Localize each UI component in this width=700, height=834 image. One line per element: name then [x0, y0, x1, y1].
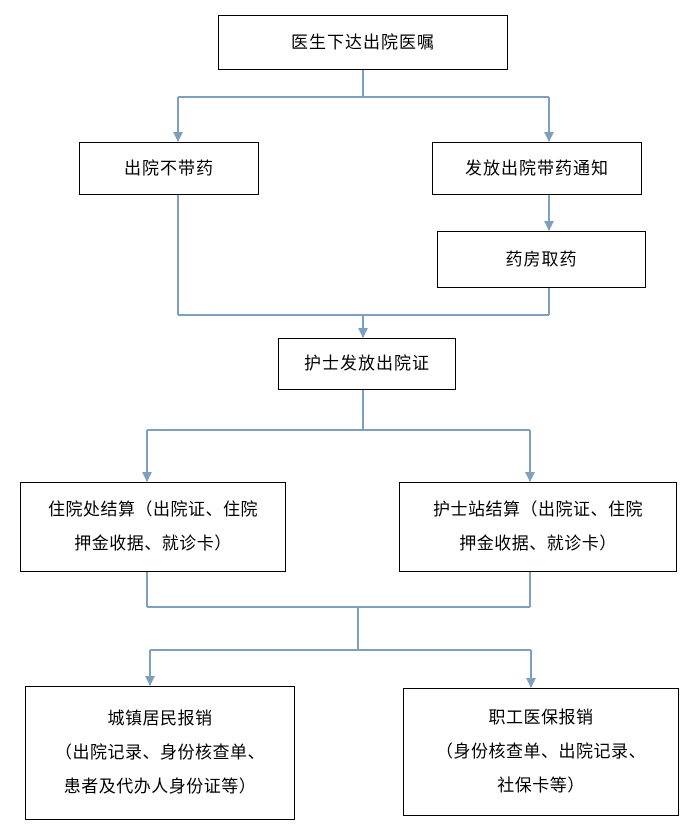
urban-reimbursement-line-3: 患者及代办人身份证等） [63, 777, 257, 797]
medicine-notice-box: 发放出院带药通知 [432, 142, 642, 195]
pharmacy-box: 药房取药 [437, 231, 646, 288]
no-medicine-box: 出院不带药 [79, 142, 259, 195]
no-medicine-label: 出院不带药 [124, 158, 214, 179]
inpatient-settlement-box: 住院处结算（出院证、住院 押金收据、就诊卡） [20, 482, 286, 572]
pharmacy-label: 药房取药 [505, 249, 578, 270]
urban-reimbursement-title: 城镇居民报销 [107, 709, 213, 729]
medicine-notice-label: 发放出院带药通知 [465, 158, 609, 179]
inpatient-settlement-line-2: 押金收据、就诊卡） [74, 534, 232, 554]
urban-reimbursement-line-2: （出院记录、身份核查单、 [55, 743, 265, 763]
nurse-station-settlement-line-1: 护士站结算（出院证、住院 [433, 500, 643, 520]
employee-insurance-reimbursement-box: 职工医保报销 （身份核查单、出院记录、 社保卡等） [403, 688, 679, 816]
nurse-station-settlement-line-2: 押金收据、就诊卡） [459, 534, 617, 554]
employee-reimbursement-line-2: （身份核查单、出院记录、 [436, 742, 646, 762]
nurse-station-settlement-box: 护士站结算（出院证、住院 押金收据、就诊卡） [399, 482, 677, 572]
nurse-certificate-label: 护士发放出院证 [304, 354, 430, 374]
employee-reimbursement-line-3: 社保卡等） [497, 776, 585, 796]
inpatient-settlement-line-1: 住院处结算（出院证、住院 [48, 500, 258, 520]
doctor-order-box: 医生下达出院医嘱 [218, 15, 508, 70]
nurse-certificate-box: 护士发放出院证 [278, 338, 456, 390]
doctor-order-label: 医生下达出院医嘱 [291, 32, 435, 53]
employee-reimbursement-title: 职工医保报销 [488, 708, 594, 728]
urban-resident-reimbursement-box: 城镇居民报销 （出院记录、身份核查单、 患者及代办人身份证等） [25, 686, 295, 820]
